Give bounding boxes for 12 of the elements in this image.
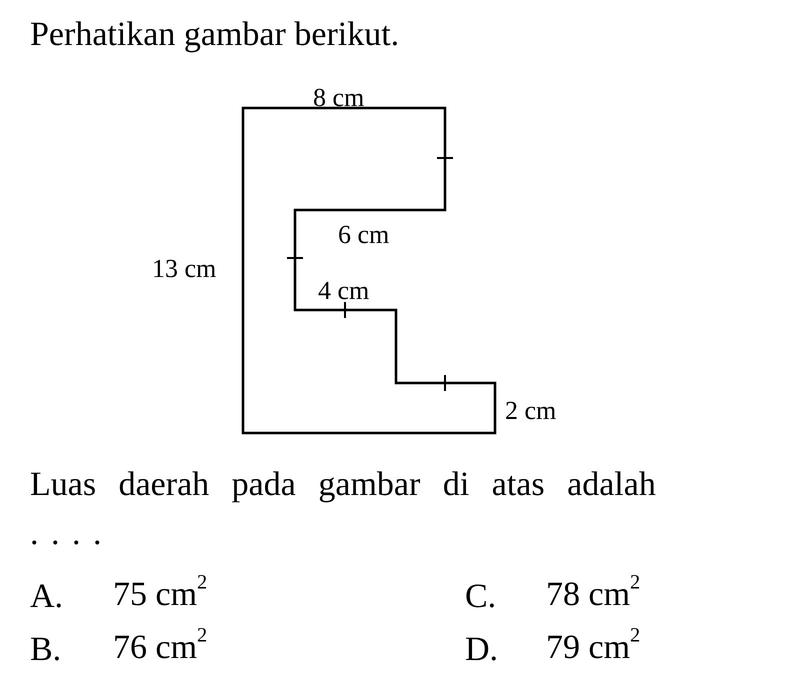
option-letter: B. (30, 633, 62, 667)
option-letter: D. (465, 633, 498, 667)
dimension-label: 2 cm (505, 398, 556, 424)
dimension-label: 6 cm (338, 222, 390, 248)
instruction-text: Perhatikan gambar berikut. (30, 18, 400, 52)
dimension-label: 8 cm (313, 85, 364, 111)
ellipsis: . . . . (30, 517, 104, 551)
option-letter: A. (30, 580, 64, 614)
dimension-label: 13 cm (152, 256, 216, 282)
option-letter: C. (465, 580, 496, 614)
dimension-label: 4 cm (318, 278, 370, 304)
question-text: Luas daerah pada gambar di atas adalah (30, 468, 656, 502)
